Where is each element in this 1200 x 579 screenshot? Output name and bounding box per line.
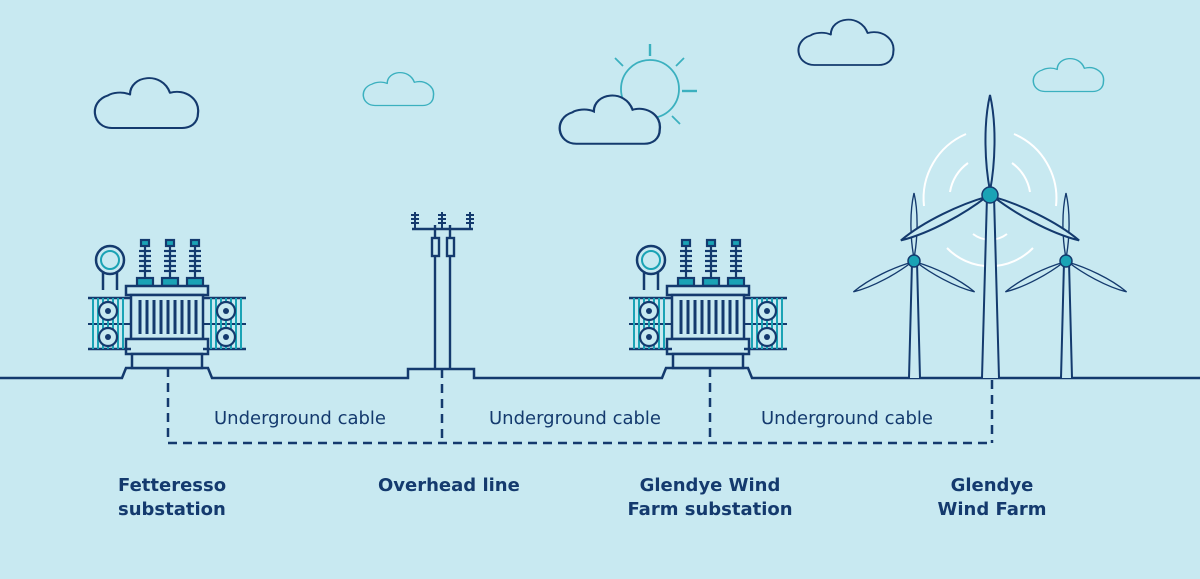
site-label-glendye-substation: Glendye Wind Farm substation [610,474,810,522]
wind-turbine [1003,192,1129,379]
site-label-glendye-wind-farm: Glendye Wind Farm [912,474,1072,522]
wind-turbines-icon [851,94,1129,379]
cloud-icon [93,76,200,130]
site-label-line: Glendye [950,475,1034,496]
cloud-icon [1032,57,1105,93]
cable-label: Underground cable [489,408,662,429]
cloud-icon [558,94,661,145]
wind-turbine [897,94,1083,379]
cable-label: Underground cable [761,408,934,429]
cable-label: Underground cable [214,408,387,429]
cloud-icon [797,18,895,67]
site-label-line: Wind Farm [937,499,1047,520]
underground-cable-route [166,368,994,445]
site-label-line: Overhead line [378,475,520,496]
site-label-line: Glendye Wind [639,475,781,496]
wind-turbine [851,192,977,379]
ground-line [0,366,1200,380]
site-label-line: substation [118,499,226,520]
transformer-icon [88,240,246,368]
transformer-icon [629,240,787,368]
pylon-icon [411,212,474,369]
site-label-line: Farm substation [627,499,793,520]
cloud-icon [362,71,435,107]
site-label-fetteresso-substation: Fetteresso substation [118,474,226,522]
site-label-overhead-line: Overhead line [378,474,520,498]
site-label-line: Fetteresso [118,475,227,496]
